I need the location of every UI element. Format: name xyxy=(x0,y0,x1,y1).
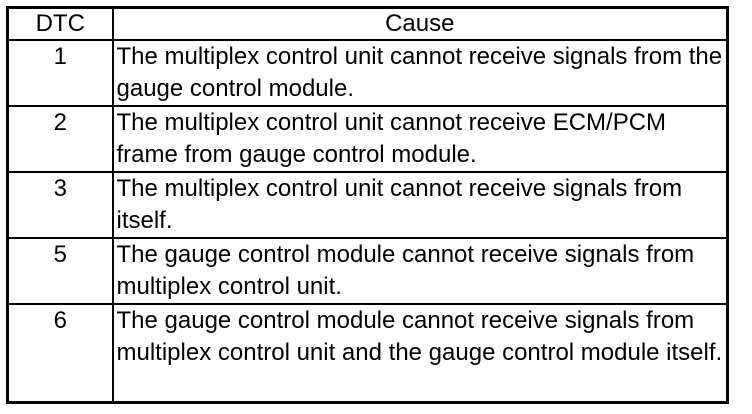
table-row: 2 The multiplex control unit cannot rece… xyxy=(6,105,729,173)
dtc-code-cell: 3 xyxy=(6,171,114,239)
cause-cell: The gauge control module cannot receive … xyxy=(111,303,729,404)
table-header-row: DTC Cause xyxy=(6,6,729,41)
dtc-column-header: DTC xyxy=(6,6,114,41)
cause-cell: The multiplex control unit cannot receiv… xyxy=(111,105,729,173)
dtc-code-cell: 6 xyxy=(6,303,114,404)
table-row: 6 The gauge control module cannot receiv… xyxy=(6,303,729,404)
cause-cell: The multiplex control unit cannot receiv… xyxy=(111,171,729,239)
dtc-cause-table: DTC Cause 1 The multiplex control unit c… xyxy=(6,6,729,404)
cause-cell: The gauge control module cannot receive … xyxy=(111,237,729,305)
table-row: 1 The multiplex control unit cannot rece… xyxy=(6,39,729,107)
table-row: 3 The multiplex control unit cannot rece… xyxy=(6,171,729,239)
cause-cell: The multiplex control unit cannot receiv… xyxy=(111,39,729,107)
cause-column-header: Cause xyxy=(111,6,729,41)
dtc-code-cell: 5 xyxy=(6,237,114,305)
dtc-code-cell: 2 xyxy=(6,105,114,173)
dtc-code-cell: 1 xyxy=(6,39,114,107)
table-row: 5 The gauge control module cannot receiv… xyxy=(6,237,729,305)
